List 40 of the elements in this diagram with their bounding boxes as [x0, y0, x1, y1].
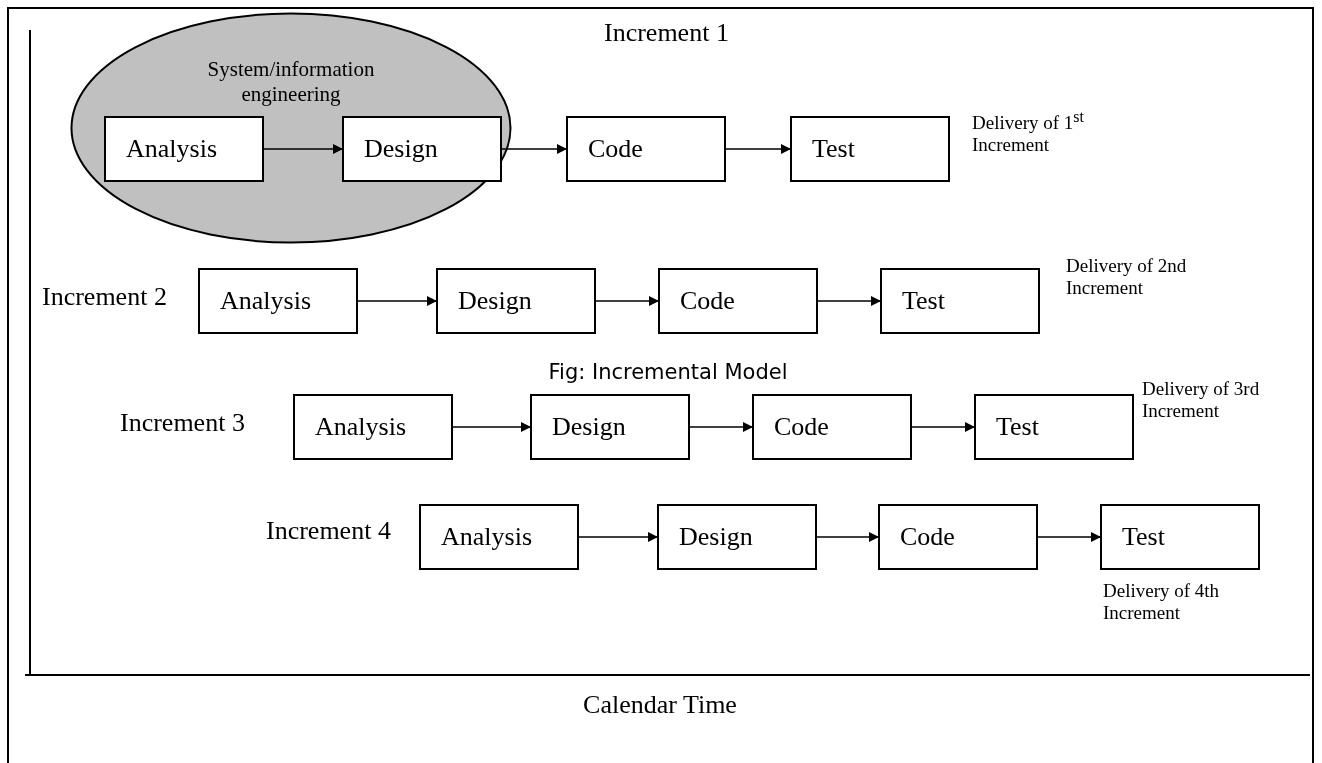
arrow	[816, 532, 879, 542]
delivery-note: Delivery of 2nd Increment	[1066, 255, 1188, 299]
process-box: Code	[658, 268, 818, 334]
process-box: Analysis	[104, 116, 264, 182]
delivery-note: Delivery of 4th Increment	[1103, 580, 1221, 624]
process-box: Test	[974, 394, 1134, 460]
arrow	[817, 296, 881, 306]
process-box: Test	[880, 268, 1040, 334]
process-box: Code	[752, 394, 912, 460]
ellipse-region	[70, 12, 512, 244]
process-box: Code	[566, 116, 726, 182]
delivery-note: Delivery of 3rd Increment	[1142, 378, 1261, 422]
increment-label: Increment 1	[604, 18, 730, 48]
axis-label: Calendar Time	[582, 690, 738, 720]
arrow	[595, 296, 659, 306]
region-heading: System/information engineering	[206, 57, 376, 108]
process-box: Analysis	[293, 394, 453, 460]
arrow	[578, 532, 658, 542]
process-box: Analysis	[419, 504, 579, 570]
process-box: Design	[657, 504, 817, 570]
figure-caption: Fig: Incremental Model	[547, 360, 789, 385]
arrow	[263, 144, 343, 154]
process-box: Design	[530, 394, 690, 460]
arrow	[452, 422, 531, 432]
delivery-note: Delivery of 1$^{st}$ Increment	[972, 108, 1085, 156]
arrow	[501, 144, 567, 154]
process-box: Test	[790, 116, 950, 182]
arrow	[1037, 532, 1101, 542]
arrow	[689, 422, 753, 432]
process-box: Design	[342, 116, 502, 182]
process-box: Test	[1100, 504, 1260, 570]
arrow	[911, 422, 975, 432]
process-box: Design	[436, 268, 596, 334]
process-box: Code	[878, 504, 1038, 570]
process-box: Analysis	[198, 268, 358, 334]
increment-label: Increment 4	[266, 516, 392, 546]
arrow	[725, 144, 791, 154]
arrow	[357, 296, 437, 306]
increment-label: Increment 3	[120, 408, 246, 438]
increment-label: Increment 2	[42, 282, 168, 312]
